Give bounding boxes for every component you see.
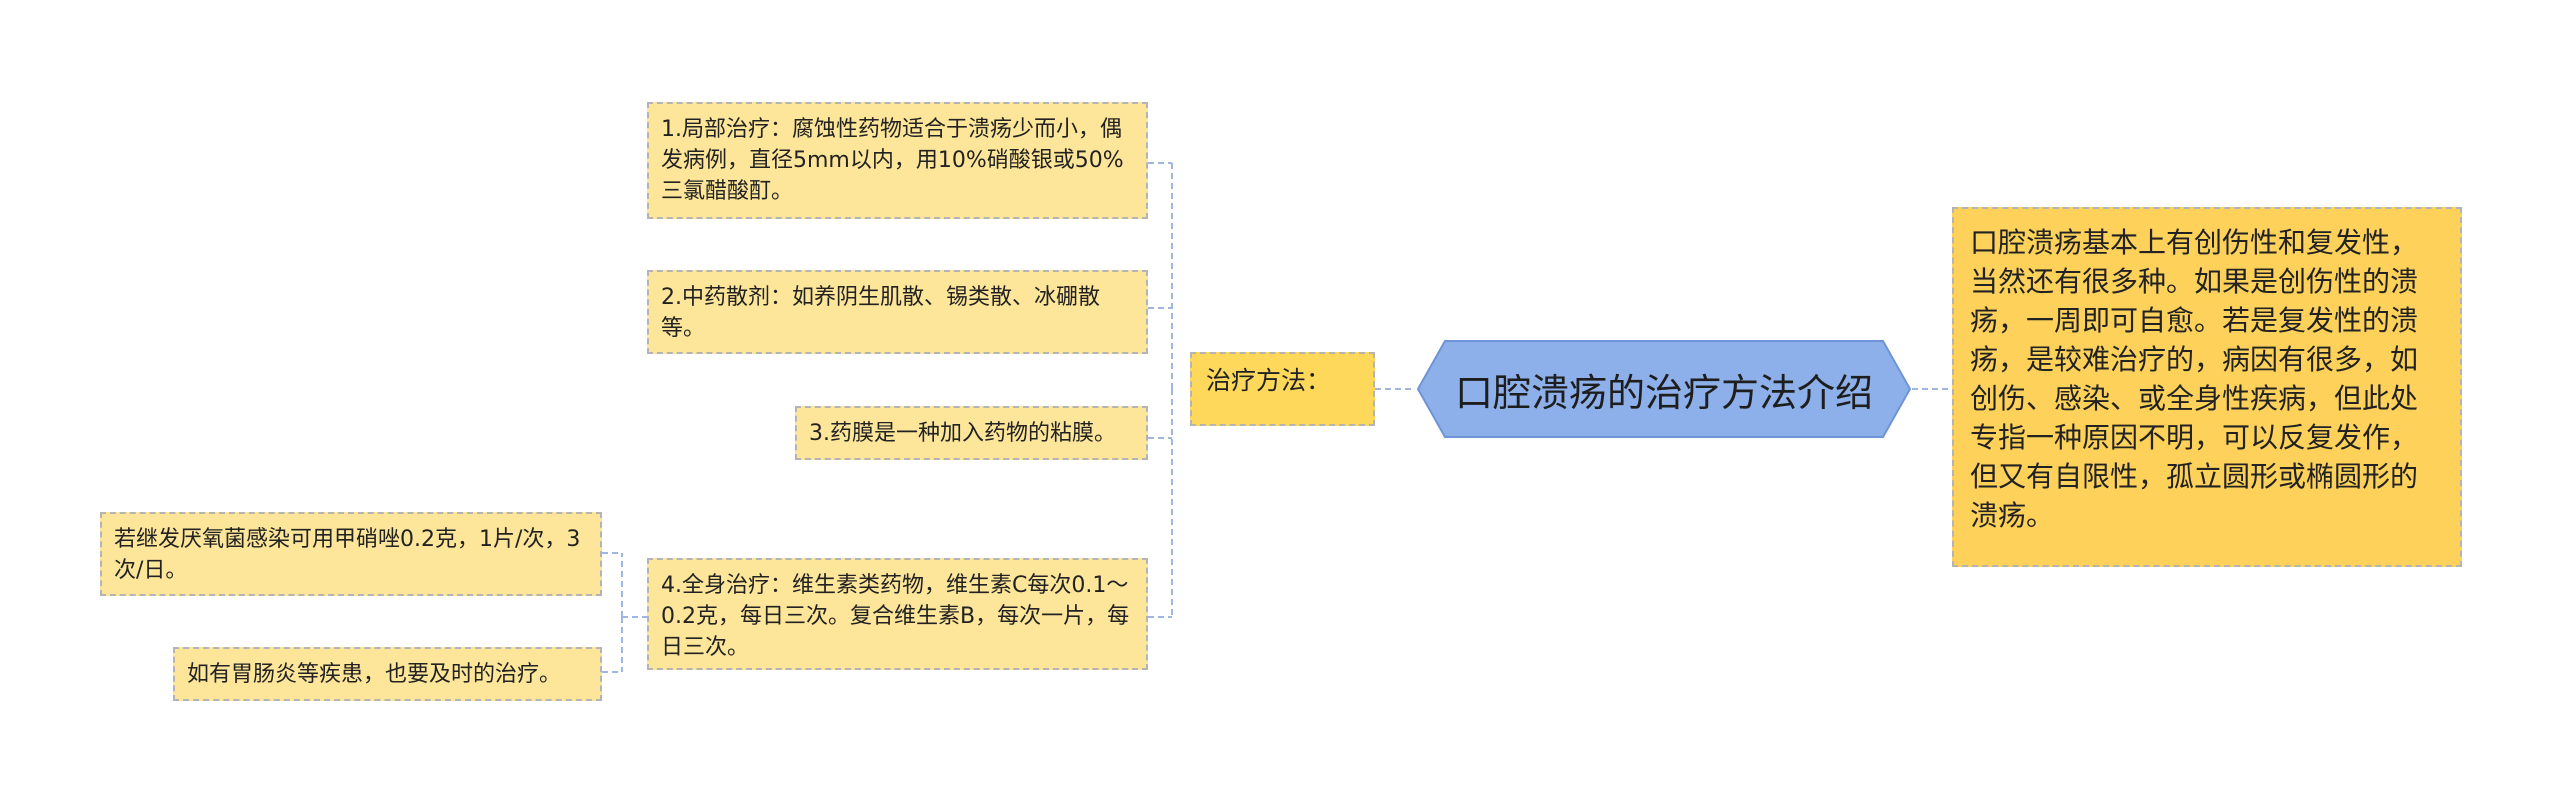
local-treatment-node[interactable]: 1.局部治疗：腐蚀性药物适合于溃疡少而小，偶发病例，直径5mm以内，用10%硝酸…: [647, 102, 1148, 219]
medicated-film-node[interactable]: 3.药膜是一种加入药物的粘膜。: [795, 406, 1148, 460]
gastroenteritis-text: 如有胃肠炎等疾患，也要及时的治疗。: [187, 662, 562, 687]
root-node[interactable]: 口腔溃疡的治疗方法介绍: [1415, 338, 1913, 440]
treatment-methods-label: 治疗方法：: [1206, 366, 1332, 395]
systemic-treatment-text: 4.全身治疗：维生素类药物，维生素C每次0.1～0.2克，每日三次。复合维生素B…: [661, 573, 1130, 660]
herbal-powder-text: 2.中药散剂：如养阴生肌散、锡类散、冰硼散等。: [661, 285, 1100, 341]
description-text: 口腔溃疡基本上有创伤性和复发性，当然还有很多种。如果是创伤性的溃疡，一周即可自愈…: [1970, 226, 2419, 532]
systemic-treatment-node[interactable]: 4.全身治疗：维生素类药物，维生素C每次0.1～0.2克，每日三次。复合维生素B…: [647, 558, 1148, 670]
anaerobic-infection-text: 若继发厌氧菌感染可用甲硝唑0.2克，1片/次，3次/日。: [114, 527, 581, 583]
connector-item4-subitems: [602, 552, 647, 673]
connector-method-items: [1148, 162, 1173, 618]
local-treatment-text: 1.局部治疗：腐蚀性药物适合于溃疡少而小，偶发病例，直径5mm以内，用10%硝酸…: [661, 117, 1124, 204]
root-title: 口腔溃疡的治疗方法介绍: [1454, 370, 1873, 415]
herbal-powder-node[interactable]: 2.中药散剂：如养阴生肌散、锡类散、冰硼散等。: [647, 270, 1148, 354]
treatment-methods-node[interactable]: 治疗方法：: [1190, 352, 1375, 426]
gastroenteritis-node[interactable]: 如有胃肠炎等疾患，也要及时的治疗。: [173, 647, 602, 701]
medicated-film-text: 3.药膜是一种加入药物的粘膜。: [809, 421, 1116, 446]
root-node-shape: [1416, 340, 1912, 438]
anaerobic-infection-node[interactable]: 若继发厌氧菌感染可用甲硝唑0.2克，1片/次，3次/日。: [100, 512, 602, 596]
description-node[interactable]: 口腔溃疡基本上有创伤性和复发性，当然还有很多种。如果是创伤性的溃疡，一周即可自愈…: [1952, 207, 2462, 567]
